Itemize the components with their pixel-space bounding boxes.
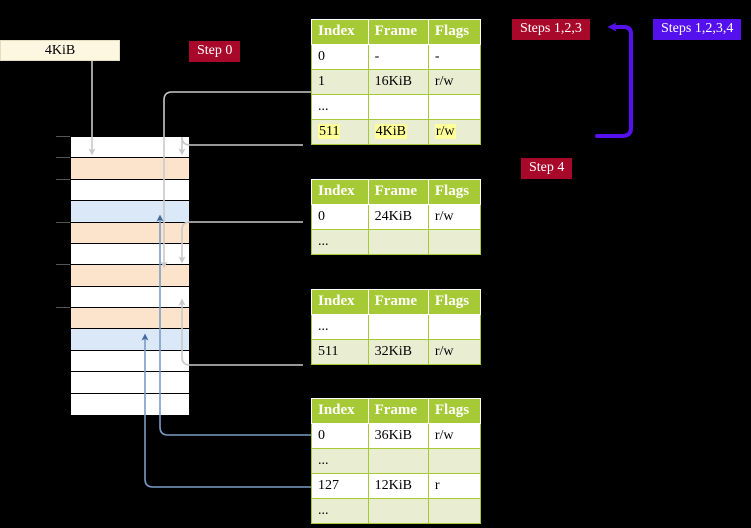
column-header-flags: Flags [427, 289, 482, 315]
cell-index: ... [311, 448, 369, 474]
memory-frame-row [71, 286, 189, 309]
cell-flags [427, 229, 482, 255]
highlighted-value: 511 [318, 124, 341, 139]
memory-frame-row [71, 243, 189, 266]
cell-flags: r/w [427, 339, 482, 365]
memory-frame-row [71, 372, 189, 394]
memory-frame-row [71, 329, 189, 351]
cell-index: 511 [311, 119, 369, 145]
column-header-flags: Flags [427, 179, 482, 205]
memory-tick [56, 307, 70, 309]
memory-tick [56, 178, 70, 180]
steps-1234-badge: Steps 1,2,3,4 [653, 19, 742, 40]
column-header-frame: Frame [367, 179, 429, 205]
cell-frame [367, 229, 429, 255]
table-row[interactable]: ... [311, 448, 482, 474]
table-row[interactable]: 511 4KiB r/w [311, 119, 482, 145]
column-header-index: Index [311, 398, 369, 424]
memory-tick [56, 136, 70, 137]
memory-frame-row [71, 201, 189, 223]
cell-flags: - [427, 44, 482, 70]
cell-index: ... [311, 229, 369, 255]
cell-frame: - [367, 44, 429, 70]
cell-flags: r/w [427, 69, 482, 95]
cell-frame [367, 94, 429, 120]
cell-frame [367, 314, 429, 340]
cell-index: ... [311, 94, 369, 120]
cell-index: 0 [311, 204, 369, 230]
steps-123-badge: Steps 1,2,3 [512, 19, 590, 40]
cell-flags: r/w [427, 204, 482, 230]
cell-frame: 12KiB [367, 473, 429, 499]
column-header-index: Index [311, 179, 369, 205]
cell-index: 0 [311, 423, 369, 449]
cell-frame: 36KiB [367, 423, 429, 449]
cell-frame: 16KiB [367, 69, 429, 95]
cell-flags: r/w [427, 423, 482, 449]
cell-flags [427, 498, 482, 524]
cell-index: ... [311, 314, 369, 340]
highlighted-value: 4KiB [374, 124, 407, 139]
memory-frame-row [71, 222, 189, 244]
memory-tick [56, 221, 70, 223]
connector-purple-bracket [595, 22, 633, 138]
highlighted-value: r/w [434, 124, 456, 139]
memory-frame-row [71, 393, 189, 415]
column-header-frame: Frame [367, 398, 429, 424]
table-row[interactable]: ... [311, 94, 482, 120]
cell-index: 127 [311, 473, 369, 499]
cell-flags [427, 94, 482, 120]
memory-frame-row [71, 158, 189, 180]
physical-memory-grid [70, 136, 190, 415]
column-header-flags: Flags [427, 398, 482, 424]
cell-index: 1 [311, 69, 369, 95]
cell-frame: 4KiB [367, 119, 429, 145]
cell-flags [427, 314, 482, 340]
cell-flags: r [427, 473, 482, 499]
memory-tick [56, 264, 70, 266]
cell-flags [427, 448, 482, 474]
cell-frame [367, 448, 429, 474]
column-header-frame: Frame [367, 19, 429, 45]
table-row[interactable]: ... [311, 229, 482, 255]
column-header-index: Index [311, 289, 369, 315]
memory-frame-row [71, 137, 189, 159]
column-header-index: Index [311, 19, 369, 45]
cell-index: 0 [311, 44, 369, 70]
column-header-frame: Frame [367, 289, 429, 315]
memory-frame-row [71, 179, 189, 202]
cell-index: ... [311, 498, 369, 524]
cell-frame [367, 498, 429, 524]
memory-frame-row [71, 308, 189, 330]
page-size-label: 4KiB [0, 40, 120, 61]
cell-frame: 24KiB [367, 204, 429, 230]
cell-frame: 32KiB [367, 339, 429, 365]
table-row[interactable]: ... [311, 498, 482, 524]
memory-frame-row [71, 350, 189, 373]
cell-flags: r/w [427, 119, 482, 145]
memory-frame-row [71, 265, 189, 287]
memory-tick [56, 157, 70, 159]
table-row[interactable]: ... [311, 314, 482, 340]
column-header-flags: Flags [427, 19, 482, 45]
step-4-badge: Step 4 [521, 158, 573, 179]
cell-index: 511 [311, 339, 369, 365]
step-0-badge: Step 0 [189, 41, 241, 62]
table-row[interactable]: 0-- [311, 44, 482, 70]
